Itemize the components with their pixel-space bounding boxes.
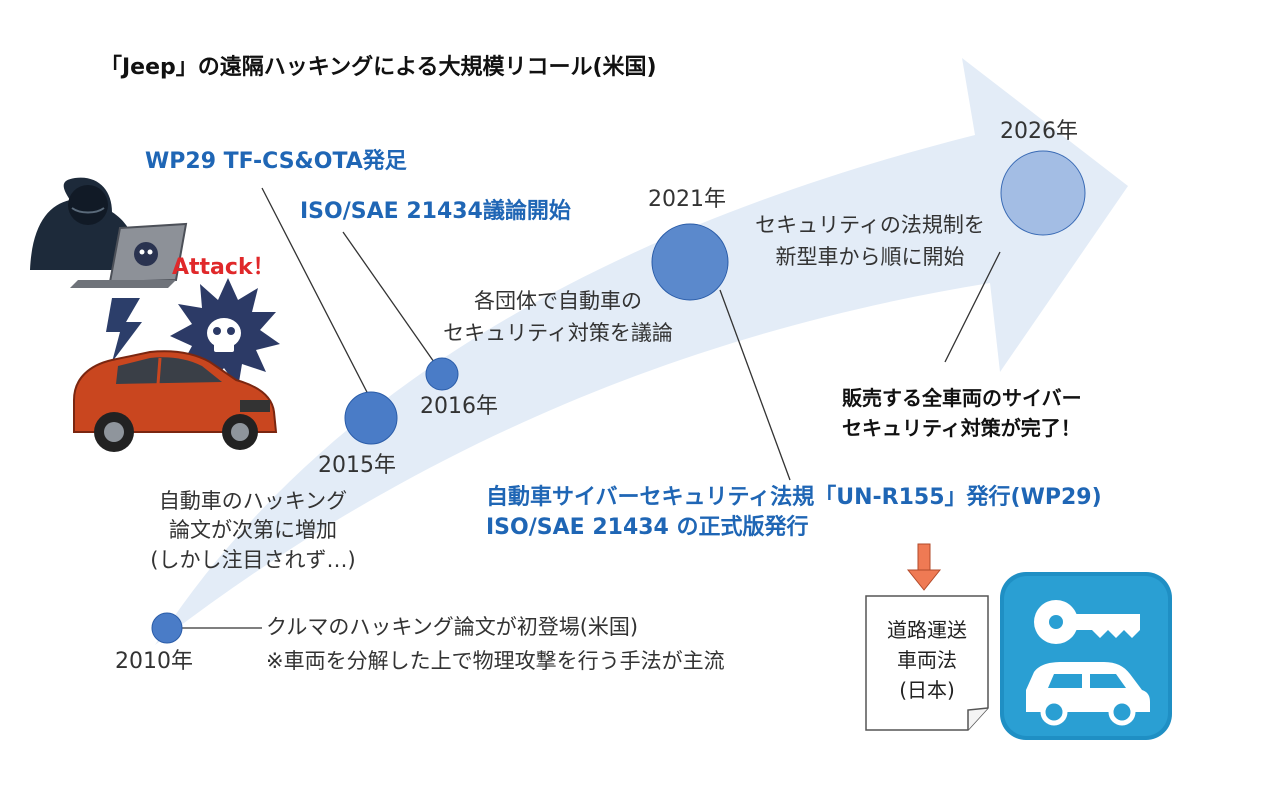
document-line3: (日本) bbox=[899, 678, 955, 702]
note-2021-line1: セキュリティの法規制を bbox=[755, 213, 985, 237]
document-line1: 道路運送 bbox=[887, 618, 967, 642]
timeline-arrow bbox=[155, 58, 1128, 645]
event-wp29-tf-cs: WP29 TF-CS&OTA発足 bbox=[145, 149, 407, 174]
milestone-dot-2026 bbox=[1000, 150, 1086, 236]
page-title: 「Jeep」の遠隔ハッキングによる大規模リコール(米国) bbox=[100, 55, 657, 80]
year-2015: 2015年 bbox=[318, 453, 396, 478]
note-2010-line1: クルマのハッキング論文が初登場(米国) bbox=[266, 615, 639, 639]
year-2016: 2016年 bbox=[420, 394, 498, 419]
leader-lines bbox=[180, 187, 1001, 629]
suv-car-icon bbox=[73, 350, 278, 452]
milestone-dot-2010 bbox=[151, 612, 183, 644]
document-line2: 車両法 bbox=[897, 648, 957, 672]
note-2016-line1: 各団体で自動車の bbox=[474, 289, 642, 313]
note-2026-line2: セキュリティ対策が完了！ bbox=[842, 416, 1081, 440]
milestone-dot-2016 bbox=[425, 357, 459, 391]
note-2015-line1: 自動車のハッキング bbox=[158, 489, 348, 513]
note-2010-line2: ※車両を分解した上で物理攻撃を行う手法が主流 bbox=[266, 649, 725, 673]
milestone-dot-2021 bbox=[651, 223, 729, 301]
milestone-dot-2015 bbox=[344, 391, 398, 445]
note-2016-line2: セキュリティ対策を議論 bbox=[443, 321, 673, 345]
event-un-r155: 自動車サイバーセキュリティ法規「UN-R155」発行(WP29) bbox=[486, 485, 1102, 510]
note-2026-line1: 販売する全車両のサイバー bbox=[842, 386, 1082, 410]
attack-label: Attack！ bbox=[172, 255, 275, 280]
down-arrow-icon bbox=[906, 543, 942, 591]
laptop-icon bbox=[70, 222, 188, 288]
year-2026: 2026年 bbox=[1000, 119, 1078, 144]
event-iso-sae-official: ISO/SAE 21434 の正式版発行 bbox=[486, 515, 809, 540]
key-car-app-icon bbox=[1000, 572, 1172, 740]
hacker-icon bbox=[30, 177, 140, 270]
year-2021: 2021年 bbox=[648, 187, 726, 212]
note-2021-line2: 新型車から順に開始 bbox=[775, 245, 965, 269]
event-iso-sae-discussion: ISO/SAE 21434議論開始 bbox=[300, 199, 571, 224]
lightning-icon bbox=[106, 298, 142, 362]
note-2015-line3: (しかし注目されず…) bbox=[150, 548, 356, 572]
document-icon bbox=[865, 595, 989, 731]
year-2010: 2010年 bbox=[115, 649, 193, 674]
note-2015-line2: 論文が次第に増加 bbox=[169, 518, 337, 542]
